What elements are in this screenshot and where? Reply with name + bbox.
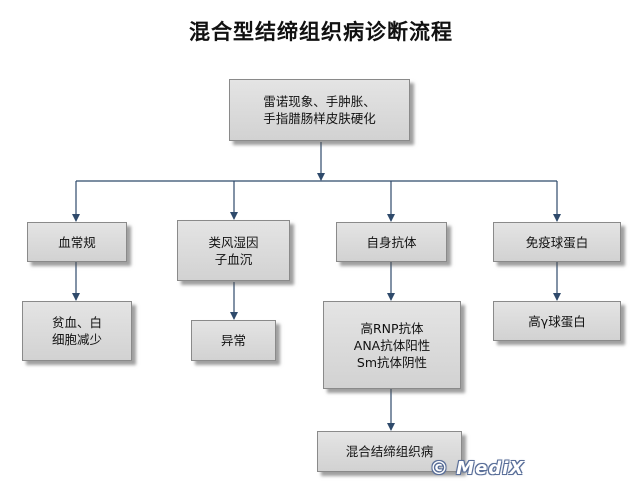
anemia-label: 贫血、白 细胞减少 xyxy=(51,315,102,347)
immunoglobulin-label: 免疫球蛋白 xyxy=(525,234,589,250)
high-gamma-node: 高γ球蛋白 xyxy=(493,301,621,341)
root-symptoms-node: 雷诺现象、手肿胀、 手指腊肠样皮肤硬化 xyxy=(229,79,410,141)
rheumatoid-node: 类风湿因 子血沉 xyxy=(177,220,290,281)
diagram-title: 混合型结缔组织病诊断流程 xyxy=(189,20,453,44)
blood-routine-label: 血常规 xyxy=(58,234,96,250)
antibody-result-label: 高RNP抗体 ANA抗体阳性 Sm抗体阴性 xyxy=(353,320,431,370)
mctd-label: 混合结缔组织病 xyxy=(345,444,434,459)
root-symptoms-label: 雷诺现象、手肿胀、 手指腊肠样皮肤硬化 xyxy=(263,94,376,126)
blood-routine-node: 血常规 xyxy=(27,222,127,262)
autoantibody-node: 自身抗体 xyxy=(336,222,447,262)
antibody-result-node: 高RNP抗体 ANA抗体阳性 Sm抗体阴性 xyxy=(323,301,461,389)
anemia-node: 贫血、白 细胞减少 xyxy=(22,301,132,361)
abnormal-node: 异常 xyxy=(191,320,276,361)
rheumatoid-label: 类风湿因 子血沉 xyxy=(208,234,259,267)
medix-watermark: © MediX xyxy=(430,458,525,479)
abnormal-label: 异常 xyxy=(220,333,246,348)
mctd-node: 混合结缔组织病 xyxy=(317,431,462,472)
immunoglobulin-node: 免疫球蛋白 xyxy=(493,222,621,262)
autoantibody-label: 自身抗体 xyxy=(366,234,417,250)
high-gamma-label: 高γ球蛋白 xyxy=(528,313,586,329)
